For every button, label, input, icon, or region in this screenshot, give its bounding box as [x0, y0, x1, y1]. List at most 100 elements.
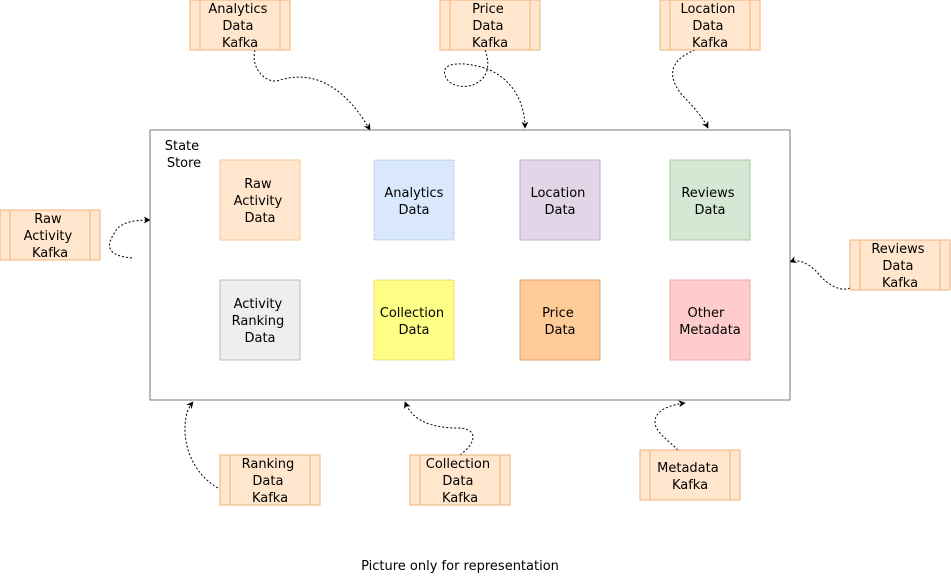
node-label-line: Data: [398, 203, 429, 218]
node-price-data-box: [519, 279, 601, 361]
node-label-line: Data: [244, 211, 275, 226]
kafka-label-line: Metadata: [657, 461, 719, 476]
state-store-label: State Store: [165, 139, 204, 171]
node-reviews-data-label: Reviews Data: [681, 186, 738, 218]
kafka-metadata-label: Metadata Kafka: [657, 461, 723, 493]
node-label-line: Collection: [380, 306, 444, 321]
kafka-price-data[interactable]: Price Data Kafka: [439, 0, 541, 51]
kafka-process-box: [219, 454, 321, 506]
node-other-metadata[interactable]: Other Metadata: [669, 279, 751, 361]
node-label-line: Data: [244, 331, 275, 346]
kafka-label-line: Data: [222, 19, 253, 34]
node-label-line: Activity: [234, 297, 283, 312]
node-location-data-box: [519, 159, 601, 241]
node-raw-activity-data[interactable]: Raw Activity Data: [219, 159, 301, 241]
kafka-label-line: Kafka: [692, 36, 728, 51]
inner-nodes: Raw Activity Data Analytics Data Locatio…: [219, 159, 751, 361]
kafka-process-box: [0, 209, 101, 261]
kafka-label-line: Kafka: [882, 276, 918, 291]
node-collection-data-box: [373, 279, 455, 361]
kafka-price-data-label: Price Data Kafka: [472, 2, 508, 51]
kafka-collection-data[interactable]: Collection Data Kafka: [409, 454, 511, 506]
kafka-process-box: [439, 0, 541, 51]
edge-ranking-kafka-to-state-store: [184, 401, 219, 489]
kafka-label-line: Reviews: [871, 242, 924, 257]
kafka-analytics-data[interactable]: Analytics Data Kafka: [189, 0, 291, 51]
kafka-analytics-data-label: Analytics Data Kafka: [208, 2, 271, 51]
edge-raw-activity-kafka-to-state-store: [109, 216, 151, 259]
kafka-process-box: [639, 449, 741, 501]
node-location-data-label: Location Data: [530, 186, 589, 218]
kafka-label-line: Data: [882, 259, 913, 274]
kafka-raw-activity-label: Raw Activity Kafka: [24, 212, 77, 261]
edges: [109, 49, 851, 489]
kafka-ranking-data[interactable]: Ranking Data Kafka: [219, 454, 321, 506]
kafka-label-line: Kafka: [472, 36, 508, 51]
node-analytics-data[interactable]: Analytics Data: [373, 159, 455, 241]
kafka-label-line: Kafka: [442, 491, 478, 506]
node-label-line: Data: [694, 203, 725, 218]
node-collection-data[interactable]: Collection Data: [373, 279, 455, 361]
kafka-label-line: Kafka: [672, 478, 708, 493]
kafka-process-box: [659, 0, 761, 51]
kafka-raw-activity[interactable]: Raw Activity Kafka: [0, 209, 101, 261]
kafka-location-data-label: Location Data Kafka: [680, 2, 739, 51]
node-activity-ranking-data-box: [219, 279, 301, 361]
node-label-line: Metadata: [679, 323, 741, 338]
node-label-line: Data: [544, 323, 575, 338]
kafka-label-line: Ranking: [242, 457, 295, 472]
node-label-line: Ranking: [232, 314, 285, 329]
kafka-label-line: Data: [252, 474, 283, 489]
edge-price-kafka-to-state-store: [444, 49, 529, 129]
node-label-line: Activity: [234, 194, 283, 209]
kafka-label-line: Kafka: [252, 491, 288, 506]
node-label-line: Reviews: [681, 186, 734, 201]
node-label-line: Location: [530, 186, 585, 201]
kafka-label-line: Collection: [426, 457, 490, 472]
kafka-reviews-data-label: Reviews Data Kafka: [871, 242, 928, 291]
kafka-label-line: Raw: [34, 212, 62, 227]
kafka-nodes: Analytics Data Kafka Price Data Kafka Lo…: [0, 0, 951, 506]
kafka-label-line: Location: [680, 2, 735, 17]
kafka-label-line: Data: [692, 19, 723, 34]
node-other-metadata-box: [669, 279, 751, 361]
node-label-line: Data: [398, 323, 429, 338]
kafka-process-box: [409, 454, 511, 506]
kafka-label-line: Data: [472, 19, 503, 34]
edge-reviews-kafka-to-state-store: [789, 256, 851, 290]
edge-location-kafka-to-state-store: [672, 49, 709, 129]
node-label-line: Price: [542, 306, 574, 321]
node-other-metadata-label: Other Metadata: [679, 306, 741, 338]
kafka-location-data[interactable]: Location Data Kafka: [659, 0, 761, 51]
kafka-label-line: Activity: [24, 229, 73, 244]
state-store-label-line: Store: [167, 156, 201, 171]
node-analytics-data-box: [373, 159, 455, 241]
node-label-line: Raw: [244, 177, 272, 192]
kafka-process-box: [849, 239, 951, 291]
node-activity-ranking-data-label: Activity Ranking Data: [232, 297, 289, 346]
caption: Picture only for representation: [361, 559, 559, 574]
state-store-label-line: State: [165, 139, 199, 154]
edge-metadata-kafka-to-state-store: [654, 400, 686, 451]
node-reviews-data[interactable]: Reviews Data: [669, 159, 751, 241]
kafka-label-line: Analytics: [208, 2, 267, 17]
kafka-collection-data-label: Collection Data Kafka: [426, 457, 494, 506]
kafka-label-line: Price: [472, 2, 504, 17]
kafka-process-box: [189, 0, 291, 51]
kafka-metadata[interactable]: Metadata Kafka: [639, 449, 741, 501]
node-activity-ranking-data[interactable]: Activity Ranking Data: [219, 279, 301, 361]
kafka-reviews-data[interactable]: Reviews Data Kafka: [849, 239, 951, 291]
node-raw-activity-data-box: [219, 159, 301, 241]
node-raw-activity-data-label: Raw Activity Data: [234, 177, 287, 226]
kafka-label-line: Kafka: [222, 36, 258, 51]
node-reviews-data-box: [669, 159, 751, 241]
node-label-line: Other: [687, 306, 725, 321]
node-collection-data-label: Collection Data: [380, 306, 448, 338]
node-location-data[interactable]: Location Data: [519, 159, 601, 241]
node-price-data[interactable]: Price Data: [519, 279, 601, 361]
node-label-line: Analytics: [384, 186, 443, 201]
kafka-label-line: Data: [442, 474, 473, 489]
kafka-label-line: Kafka: [32, 246, 68, 261]
node-label-line: Data: [544, 203, 575, 218]
